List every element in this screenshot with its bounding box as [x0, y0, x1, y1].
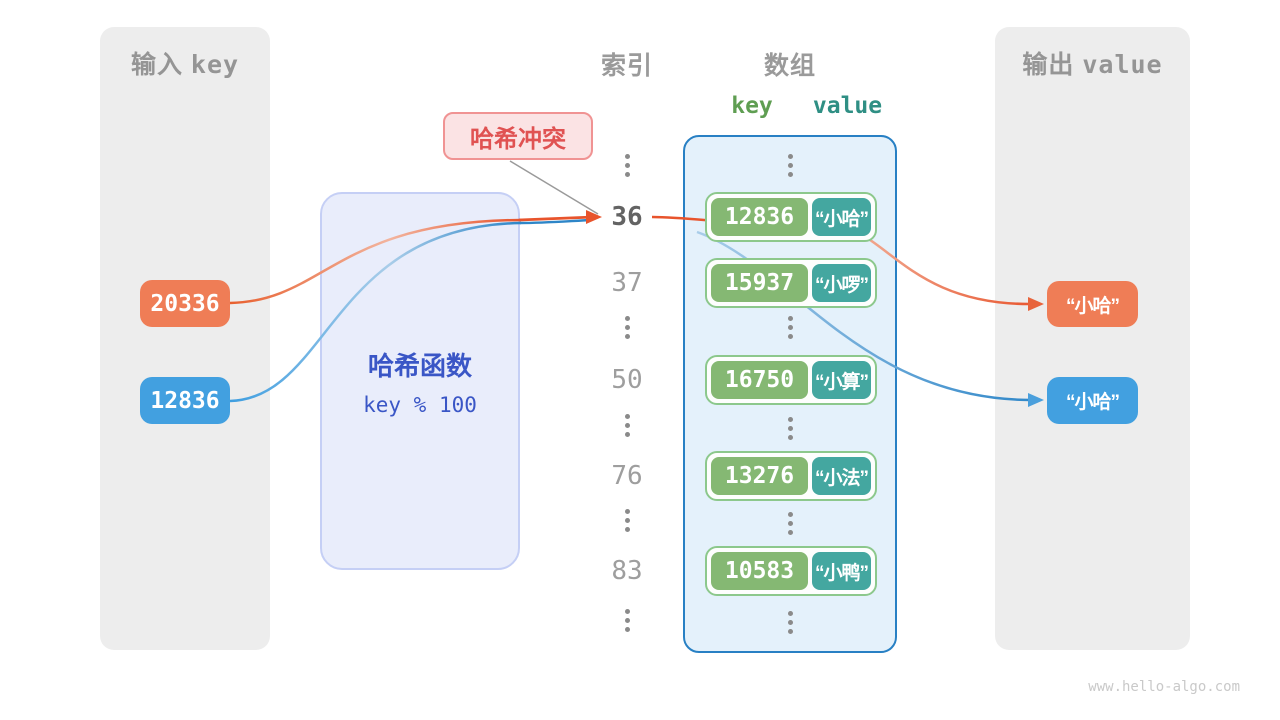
ellipsis-dots — [617, 414, 637, 437]
bucket-row-83: 10583 “小鸭” — [705, 546, 877, 596]
index-76: 76 — [611, 461, 643, 491]
index-column-header: 索引 — [600, 52, 653, 80]
bucket-value: “小法” — [812, 457, 871, 495]
bucket-key: 16750 — [711, 361, 808, 399]
index-50: 50 — [611, 365, 643, 395]
ellipsis-dots — [780, 417, 800, 440]
input-panel-title-cn: 输入 — [130, 51, 183, 79]
bucket-key: 12836 — [711, 198, 808, 236]
bucket-key: 10583 — [711, 552, 808, 590]
index-83: 83 — [611, 556, 643, 586]
bucket-row-50: 16750 “小算” — [705, 355, 877, 405]
output-value-blue: “小哈” — [1047, 377, 1138, 424]
output-panel-title-cn: 输出 — [1022, 51, 1075, 79]
ellipsis-dots — [780, 154, 800, 177]
bucket-value: “小啰” — [812, 264, 871, 302]
value-header: value — [812, 93, 883, 119]
output-panel-title-latin: value — [1082, 50, 1163, 79]
array-column-header: 数组 — [763, 52, 816, 80]
ellipsis-dots — [617, 609, 637, 632]
hash-function-title: 哈希函数 — [367, 351, 472, 381]
key-header: key — [731, 93, 773, 119]
hash-function-formula: key % 100 — [363, 393, 477, 417]
bucket-value: “小哈” — [812, 198, 871, 236]
bucket-row-37: 15937 “小啰” — [705, 258, 877, 308]
ellipsis-dots — [617, 509, 637, 532]
ellipsis-dots — [780, 611, 800, 634]
bucket-row-76: 13276 “小法” — [705, 451, 877, 501]
bucket-key: 13276 — [711, 457, 808, 495]
output-panel-title: 输出 value — [995, 45, 1190, 81]
index-36: 36 — [611, 202, 643, 232]
ellipsis-dots — [780, 512, 800, 535]
bucket-value: “小算” — [812, 361, 871, 399]
bucket-value: “小鸭” — [812, 552, 871, 590]
input-panel — [100, 27, 270, 650]
collision-label: 哈希冲突 — [443, 112, 593, 160]
ellipsis-dots — [617, 316, 637, 339]
ellipsis-dots — [617, 154, 637, 177]
input-panel-title-latin: key — [190, 50, 240, 79]
input-panel-title: 输入 key — [100, 45, 270, 81]
output-value-orange: “小哈” — [1047, 281, 1138, 327]
watermark: www.hello-algo.com — [1088, 679, 1240, 695]
bucket-key: 15937 — [711, 264, 808, 302]
input-key-12836: 12836 — [140, 377, 230, 424]
input-key-20336: 20336 — [140, 280, 230, 327]
bucket-row-36: 12836 “小哈” — [705, 192, 877, 242]
output-panel — [995, 27, 1190, 650]
index-37: 37 — [611, 268, 643, 298]
ellipsis-dots — [780, 316, 800, 339]
